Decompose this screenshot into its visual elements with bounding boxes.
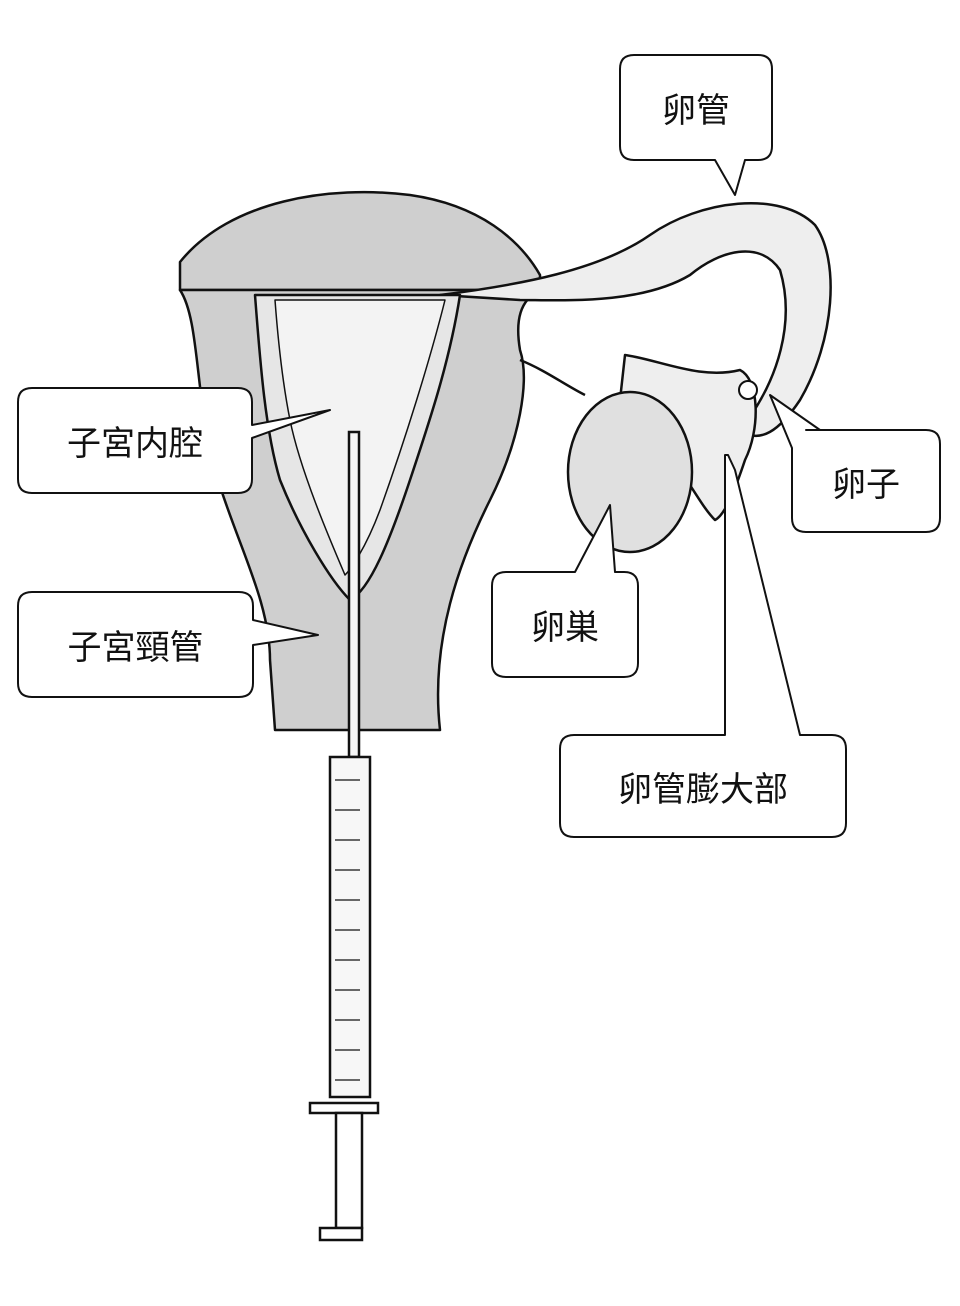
callout-egg <box>769 394 941 533</box>
label-fallopian-tube: 卵管 <box>662 91 730 131</box>
fallopian-tube <box>438 201 832 438</box>
label-ampulla: 卵管膨大部 <box>618 769 788 810</box>
label-ovary: 卵巣 <box>531 608 599 648</box>
callout-uterine-cavity <box>17 387 331 494</box>
callout-ovary <box>491 504 639 678</box>
syringe <box>308 430 380 1242</box>
label-cervical-canal: 子宮頸管 <box>67 628 204 668</box>
label-egg: 卵子 <box>832 464 900 505</box>
ovary <box>566 390 694 554</box>
callout-fallopian-tube <box>619 54 773 196</box>
callout-ampulla <box>559 454 847 838</box>
label-uterine-cavity: 子宮内腔 <box>67 424 203 464</box>
callout-cervical-canal <box>17 591 319 698</box>
egg-cell <box>738 380 758 400</box>
uterus-fundus <box>178 190 542 292</box>
